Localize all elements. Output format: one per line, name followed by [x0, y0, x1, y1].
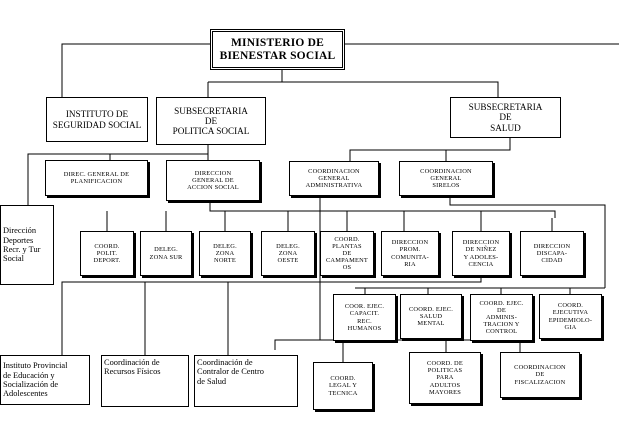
box-coor-capacit: COOR. EJEC. CAPACIT. REC. HUMANOS: [333, 294, 396, 341]
box-coord-contralor: Coordinación de Contralor de Centro de S…: [194, 355, 298, 407]
box-dir-discapacidad: DIRECCION DISCAPA- CIDAD: [520, 231, 584, 276]
connector-level1-bar: [208, 81, 499, 97]
box-coord-epidemiologia: COORD. EJECUTIVA EPIDEMIOLO- GIA: [539, 294, 602, 339]
connector-accion-down: [209, 201, 556, 218]
connector-sirelos-right: [449, 196, 606, 288]
box-dir-ninez: DIRECCION DE NIÑEZ Y ADOLES- CENCIA: [452, 231, 510, 276]
box-coord-sirelos: COORDINACION GENERAL SIRELOS: [399, 161, 493, 196]
box-deleg-zona-oeste: DELEG. ZONA OESTE: [261, 231, 315, 276]
box-instituto-provincial: Instituto Provincial de Educación y Soci…: [0, 355, 90, 405]
box-dir-planificacion: DIREC. GENERAL DE PLANIFICACION: [45, 160, 148, 196]
box-dir-accion-social: DIRECCION GENERAL DE ACCION SOCIAL: [166, 160, 260, 201]
box-instituto-seguridad: INSTITUTO DE SEGURIDAD SOCIAL: [46, 97, 148, 142]
box-subsecretaria-politica: SUBSECRETARIA DE POLITICA SOCIAL: [156, 97, 266, 145]
connector-niñez-down: [61, 276, 482, 355]
box-coord-salud-mental: COORD. EJEC. SALUD MENTAL: [400, 294, 462, 339]
box-deleg-zona-norte: DELEG. ZONA NORTE: [199, 231, 251, 276]
box-deleg-zona-sur: DELEG. ZONA SUR: [140, 231, 192, 276]
connector-ministerio-left: [61, 43, 210, 97]
box-coord-administrativa: COORDINACION GENERAL ADMINISTRATIVA: [289, 161, 379, 196]
box-coord-polit-deport: COORD. POLIT. DEPORT.: [80, 231, 134, 276]
connector-salud-down: [349, 138, 511, 161]
box-coord-recursos-fisicos: Coordinación de Recursos Físicos: [101, 355, 189, 407]
box-subsecretaria-salud: SUBSECRETARIA DE SALUD: [450, 97, 561, 138]
connector-admin-leg: [320, 339, 521, 352]
box-ministerio: MINISTERIO DE BIENESTAR SOCIAL: [210, 29, 345, 70]
box-dir-deportes: Dirección Deportes Recr. y Tur Social: [0, 205, 54, 285]
connector-politica-down: [27, 145, 209, 205]
box-coord-plantas: COORD. PLANTAS DE CAMPAMENT OS: [320, 231, 374, 276]
box-dir-prom-comunitaria: DIRECCION PROM. COMUNITA- RIA: [381, 231, 439, 276]
box-coord-fiscalizacion: COORDINACION DE FISCALIZACION: [500, 352, 580, 398]
box-coord-adultos-mayores: COORD. DE POLITICAS PARA ADULTOS MAYORES: [409, 352, 481, 404]
box-coord-administracion: COORD. EJEC. DE ADMINIS- TRACION Y CONTR…: [470, 294, 533, 341]
box-coord-legal: COORD. LEGAL Y TECNICA: [313, 362, 373, 410]
